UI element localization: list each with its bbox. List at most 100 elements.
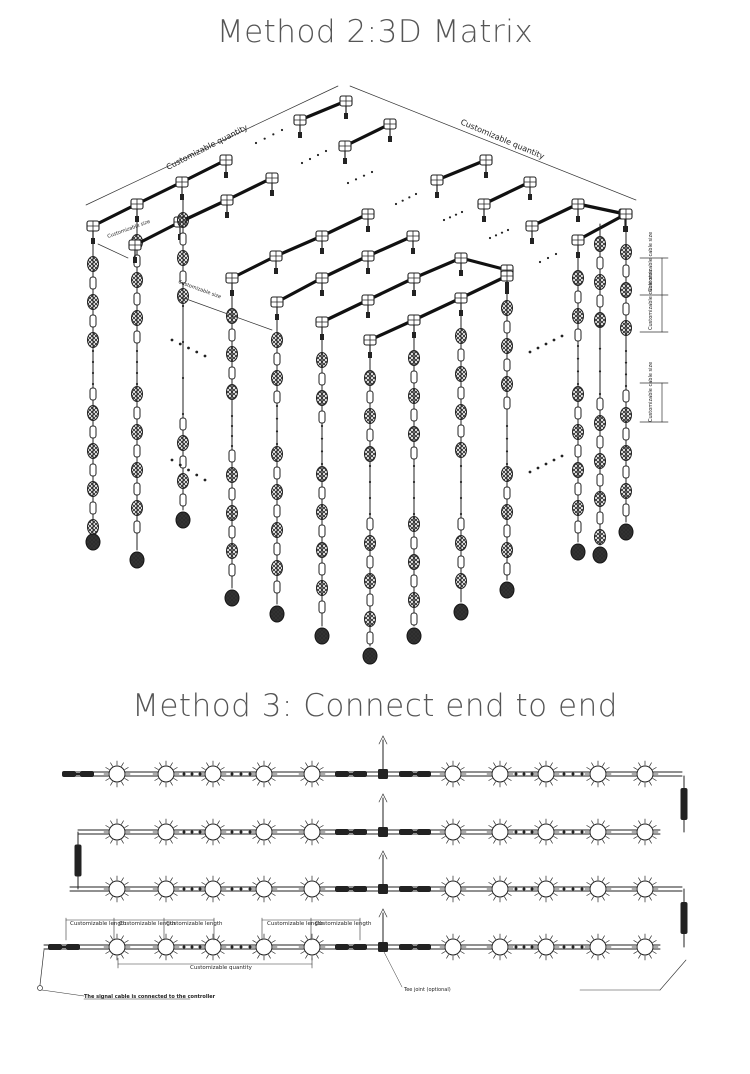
tee-joint xyxy=(619,208,633,232)
tee-joint xyxy=(477,198,491,222)
led-pixel-sun xyxy=(199,760,227,788)
trunk-cable xyxy=(412,296,463,322)
plug-connector xyxy=(399,886,431,892)
trunk-cable xyxy=(343,122,392,148)
led-pixel xyxy=(271,446,283,462)
led-pixel-sun xyxy=(584,933,612,961)
string-ellipsis xyxy=(598,324,602,396)
led-pixel xyxy=(408,516,420,532)
m2-size-label-1: Customizable size xyxy=(107,219,151,240)
led-pixel xyxy=(572,270,584,286)
trunk-cable xyxy=(482,180,532,206)
matrix-row xyxy=(570,208,633,561)
led-pixel-sun xyxy=(631,875,659,903)
cable-connector xyxy=(366,555,374,569)
led-pixel xyxy=(408,350,420,366)
m2-quantity-label-right: Customizable quantity xyxy=(459,118,546,162)
pixel-string xyxy=(175,199,191,529)
led-pixel xyxy=(594,274,606,290)
tee-joint xyxy=(130,198,144,222)
matrix-row xyxy=(477,176,537,222)
led-pixel xyxy=(87,256,99,272)
cable-connector xyxy=(503,320,511,334)
trunk-cable xyxy=(320,212,370,238)
m3-length-label-2: Customizable length xyxy=(119,921,176,927)
cable-connector xyxy=(89,387,97,401)
led-pixel-sun xyxy=(631,760,659,788)
led-pixel xyxy=(131,310,143,326)
led-pixel-sun xyxy=(532,760,560,788)
led-pixel xyxy=(594,491,606,507)
led-pixel xyxy=(316,580,328,596)
trunk-cable xyxy=(435,158,488,182)
led-pixel xyxy=(177,473,189,489)
string-ellipsis xyxy=(505,424,509,466)
cable-connector xyxy=(366,428,374,442)
pixel-string xyxy=(618,231,634,541)
cable-connector xyxy=(133,482,141,496)
led-pixel xyxy=(87,443,99,459)
matrix-row xyxy=(128,172,279,263)
led-pixel-sun xyxy=(103,818,131,846)
method2-3d-matrix xyxy=(85,85,669,665)
led-pixel xyxy=(572,424,584,440)
tee-joint xyxy=(315,230,329,254)
cable-connector xyxy=(596,294,604,308)
led-pixel-sun xyxy=(298,818,326,846)
ellipsis-dots xyxy=(254,128,284,145)
led-pixel xyxy=(455,442,467,458)
cable-connector xyxy=(318,372,326,386)
tee-joint xyxy=(315,316,329,340)
tee-joint xyxy=(219,154,233,178)
cable-connector xyxy=(228,366,236,380)
end-pixel xyxy=(314,627,330,645)
led-pixel-sun xyxy=(199,933,227,961)
led-pixel xyxy=(316,466,328,482)
led-pixel xyxy=(501,300,513,316)
cable-connector xyxy=(622,427,630,441)
led-pixel xyxy=(177,435,189,451)
led-pixel xyxy=(87,481,99,497)
cable-connector xyxy=(273,466,281,480)
led-pixel xyxy=(455,366,467,382)
cable-connector xyxy=(89,463,97,477)
cable-connector xyxy=(133,292,141,306)
led-pixel xyxy=(594,236,606,252)
tee-joint-optional xyxy=(378,735,388,779)
cable-connector xyxy=(596,256,604,270)
tee-joint-optional xyxy=(378,850,388,894)
cable-connector xyxy=(410,446,418,460)
callout-line xyxy=(41,989,85,997)
m3-quantity-label: Customizable quantity xyxy=(190,965,253,971)
row-ellipsis xyxy=(562,772,584,776)
row-ellipsis xyxy=(182,887,202,891)
row-ellipsis xyxy=(514,945,534,949)
tee-joint xyxy=(315,272,329,296)
led-pixel xyxy=(177,250,189,266)
led-pixel xyxy=(87,519,99,535)
matrix-row xyxy=(85,154,233,569)
trunk-cable xyxy=(459,274,509,300)
row-ellipsis xyxy=(182,945,202,949)
trunk-cable xyxy=(576,202,627,216)
plug-connector xyxy=(335,771,367,777)
tee-joint xyxy=(523,176,537,200)
led-pixel xyxy=(226,467,238,483)
end-pixel xyxy=(224,589,240,607)
trunk-cable xyxy=(274,234,324,258)
led-pixel-sun xyxy=(584,760,612,788)
end-pixel xyxy=(406,627,422,645)
led-pixel xyxy=(271,370,283,386)
led-pixel xyxy=(572,386,584,402)
tee-joint xyxy=(361,250,375,274)
cable-connector xyxy=(410,574,418,588)
pixel-string xyxy=(406,337,422,645)
matrix-row xyxy=(293,95,353,138)
ellipsis-dots xyxy=(528,454,564,474)
cable-connector xyxy=(457,517,465,531)
cable-connector xyxy=(410,536,418,550)
m3-length-label-3: Customizable length xyxy=(166,921,223,927)
cable-connector xyxy=(228,487,236,501)
pixel-string xyxy=(129,221,145,569)
